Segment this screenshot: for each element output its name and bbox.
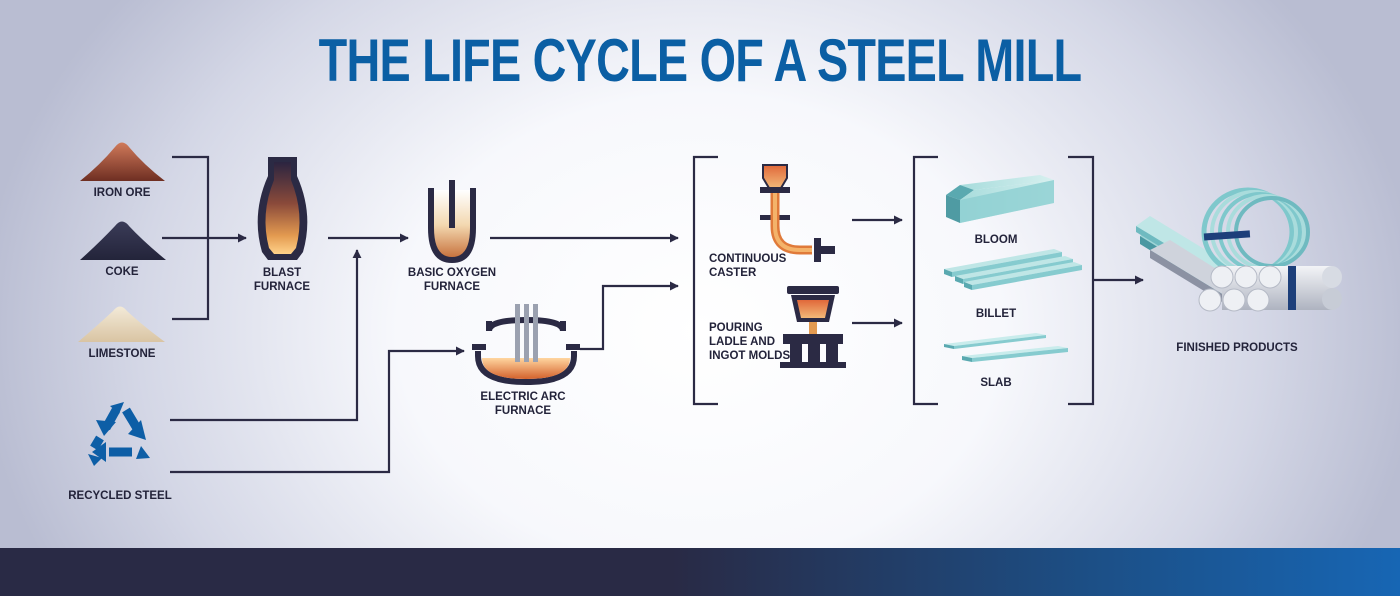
slab-label: SLAB [980,377,1011,389]
billet-icon [944,249,1082,290]
arrow-recycled-to-bof-line [170,249,362,422]
recycle-arrowheads-icon [88,402,150,466]
electric-arc-furnace-icon [472,304,580,386]
basic-oxygen-furnace-icon [428,180,476,263]
pouring-ladle-icon [780,286,846,368]
products-bracket-left [912,155,938,406]
billet-label: BILLET [976,308,1016,320]
continuous-caster-icon [760,164,835,262]
finished-products-icon [1136,187,1342,312]
coke-pile-icon [80,221,166,260]
raw-materials-bracket [162,155,210,321]
blast-furnace-label-line2: FURNACE [254,281,311,293]
continuous-caster-label-line2: CASTER [709,267,757,279]
bloom-label: BLOOM [975,234,1018,246]
blast-furnace-label-line1: BLAST [263,267,301,279]
arrow-recycled-to-eaf [170,346,465,474]
limestone-label: LIMESTONE [89,348,156,360]
electric-arc-furnace-label-line1: ELECTRIC ARC [480,391,565,403]
products-bracket-right [1068,155,1095,406]
recycled-steel-label: RECYCLED STEEL [68,490,172,502]
casting-bracket-left [692,155,718,406]
slab-icon [944,333,1068,362]
basic-oxygen-furnace-label-line2: FURNACE [424,281,481,293]
continuous-caster-label-line1: CONTINUOUS [709,253,787,265]
basic-oxygen-furnace-label-line1: BASIC OXYGEN [408,267,496,279]
footer-band [0,548,1400,596]
bloom-icon [946,175,1054,223]
pouring-label-line3: INGOT MOLDS [709,350,790,362]
iron-ore-pile-icon [80,142,165,181]
pouring-label-line1: POURING [709,322,763,334]
blast-furnace-icon [257,157,308,260]
finished-products-label: FINISHED PRODUCTS [1176,342,1298,354]
pouring-label-line2: LADLE AND [709,336,775,348]
coke-label: COKE [105,266,139,278]
electric-arc-furnace-label-line2: FURNACE [495,405,552,417]
iron-ore-label: IRON ORE [94,187,151,199]
limestone-pile-icon [78,306,165,342]
arrow-eaf-to-casting [580,281,679,351]
page-title: THE LIFE CYCLE OF A STEEL MILL [318,27,1082,94]
